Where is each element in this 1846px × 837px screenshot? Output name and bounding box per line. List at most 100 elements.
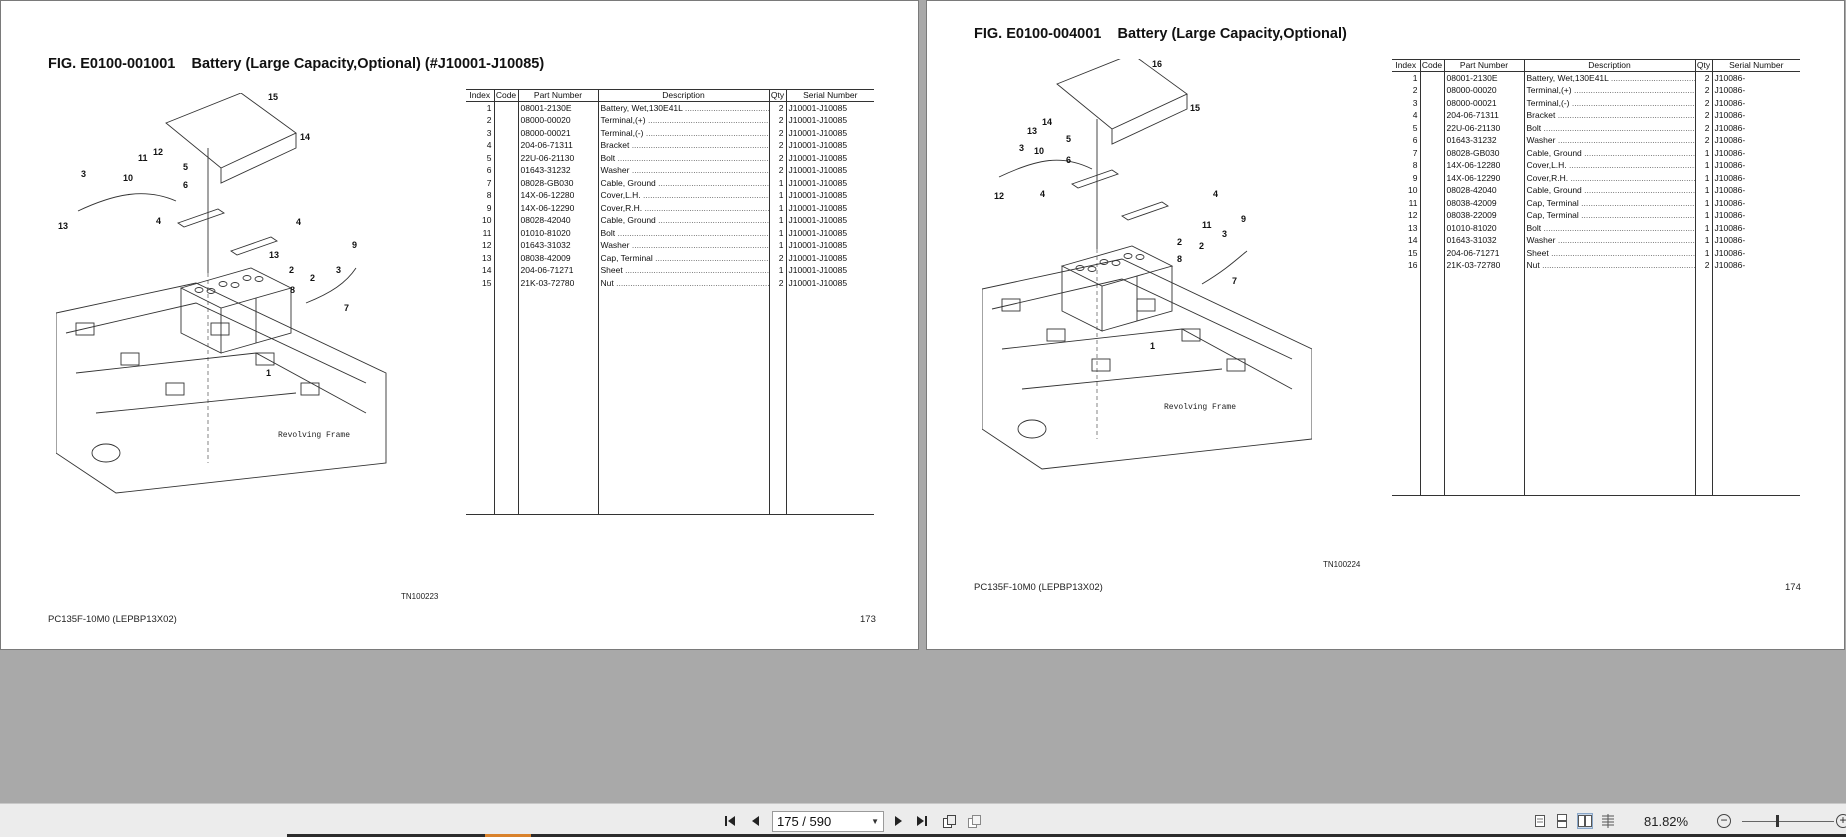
zoom-out-icon[interactable]: −: [1717, 814, 1731, 828]
empty-cell: [517, 289, 598, 515]
cell-serial: J10086-: [1711, 221, 1800, 234]
column-header: Serial Number: [785, 89, 874, 102]
cell-part: 08000-00021: [1443, 96, 1524, 109]
cell-serial: J10001-J10085: [785, 126, 874, 139]
cell-desc: Cover,L.H. .............................…: [597, 189, 769, 202]
single-page-icon[interactable]: [1532, 813, 1548, 829]
battery-cell-cap: [1087, 266, 1097, 272]
callout-number: 4: [156, 216, 161, 226]
column-header: Serial Number: [1711, 59, 1800, 72]
ground-cable: [77, 193, 177, 212]
empty-cell: [597, 289, 769, 515]
chevron-down-icon[interactable]: ▼: [871, 817, 879, 826]
cell-index: 15: [482, 277, 492, 288]
dot-leader: ........................................…: [1610, 73, 1695, 83]
cell-desc: Terminal,(-) ...........................…: [1523, 96, 1695, 109]
continuous-page-icon[interactable]: [1554, 813, 1570, 829]
cell-index: 9: [486, 202, 492, 213]
cell-serial: J10086-: [1711, 84, 1800, 97]
column-header: Code: [493, 89, 518, 102]
cell-index: 10: [482, 215, 492, 226]
frame-bracket: [165, 382, 185, 396]
cell-index: 10: [1408, 185, 1418, 196]
next-page-icon[interactable]: [891, 813, 907, 829]
dot-leader: ........................................…: [1542, 260, 1695, 271]
cell-code: [493, 201, 518, 214]
battery-cell-cap: [194, 287, 204, 293]
cell-qty: 1: [1694, 184, 1712, 197]
battery-right-face: [1101, 266, 1173, 332]
two-page-icon[interactable]: [1577, 813, 1593, 829]
cell-part: 01010-81020: [1443, 221, 1524, 234]
zoom-in-icon[interactable]: +: [1836, 814, 1846, 828]
compare-pages-icon[interactable]: [966, 813, 982, 829]
cell-serial: J10001-J10085: [785, 214, 874, 227]
column-header: Qty: [768, 89, 786, 102]
callout-number: 9: [352, 240, 357, 250]
cell-desc: Nut ....................................…: [597, 276, 769, 289]
cell-desc: Cover,R.H. .............................…: [1523, 171, 1695, 184]
cell-part: 08001-2130E: [1443, 71, 1524, 84]
callout-number: 2: [1177, 237, 1182, 247]
cell-part: 01010-81020: [517, 226, 598, 239]
rotate-page-icon[interactable]: [941, 813, 957, 829]
page-number-input[interactable]: 175 / 590 ▼: [772, 811, 884, 832]
first-page-icon[interactable]: [722, 813, 738, 829]
cell-desc: Bolt ...................................…: [597, 226, 769, 239]
cell-index: 13: [482, 252, 492, 263]
cell-code: [1419, 96, 1444, 109]
last-page-icon[interactable]: [914, 813, 930, 829]
prev-page-icon[interactable]: [747, 813, 763, 829]
diagram-lines: [982, 59, 1312, 470]
cell-part: 14X-06-12290: [517, 201, 598, 214]
ground-cable: [998, 159, 1093, 178]
zoom-slider-track[interactable]: [1742, 821, 1834, 822]
cell-qty: 2: [1694, 71, 1712, 84]
callout-number: 2: [1199, 241, 1204, 251]
cell-part: 08028-GB030: [1443, 146, 1524, 159]
cell-part: 08000-00020: [1443, 84, 1524, 97]
column-header: Qty: [1694, 59, 1712, 72]
cell-code: [493, 114, 518, 127]
cell-part: 14X-06-12280: [517, 189, 598, 202]
cell-code: [493, 264, 518, 277]
callout-number: 11: [138, 153, 148, 163]
callout-number: 9: [1241, 214, 1246, 224]
cell-serial: J10001-J10085: [785, 114, 874, 127]
cell-code: [1419, 146, 1444, 159]
dot-leader: ........................................…: [1570, 172, 1695, 183]
callout-number: 3: [1222, 229, 1227, 239]
cell-desc: Cap, Terminal ..........................…: [1523, 196, 1695, 209]
cell-qty: 1: [1694, 171, 1712, 184]
callout-number: 13: [1027, 126, 1037, 136]
cell-qty: 2: [768, 276, 786, 289]
continuous-two-page-icon[interactable]: [1600, 813, 1616, 829]
callout-number: 8: [1177, 254, 1182, 264]
dot-leader: ........................................…: [645, 127, 769, 138]
cell-index: 11: [482, 227, 492, 238]
cell-code: [1419, 196, 1444, 209]
battery-cell-cap: [1075, 265, 1085, 271]
cell-serial: J10001-J10085: [785, 251, 874, 264]
callout-number: 12: [994, 191, 1004, 201]
battery-bracket: [1120, 201, 1170, 221]
zoom-level[interactable]: 81.82%: [1644, 814, 1689, 829]
cell-code: [493, 101, 518, 114]
cell-part: 08038-22009: [1443, 209, 1524, 222]
cell-qty: 2: [768, 151, 786, 164]
frame-label: Revolving Frame: [278, 431, 350, 440]
cell-part: 08028-42040: [1443, 184, 1524, 197]
zoom-slider-thumb[interactable]: [1776, 815, 1779, 827]
battery-cell-cap: [206, 288, 216, 294]
cell-index: 2: [1412, 85, 1418, 96]
cell-serial: J10086-: [1711, 134, 1800, 147]
